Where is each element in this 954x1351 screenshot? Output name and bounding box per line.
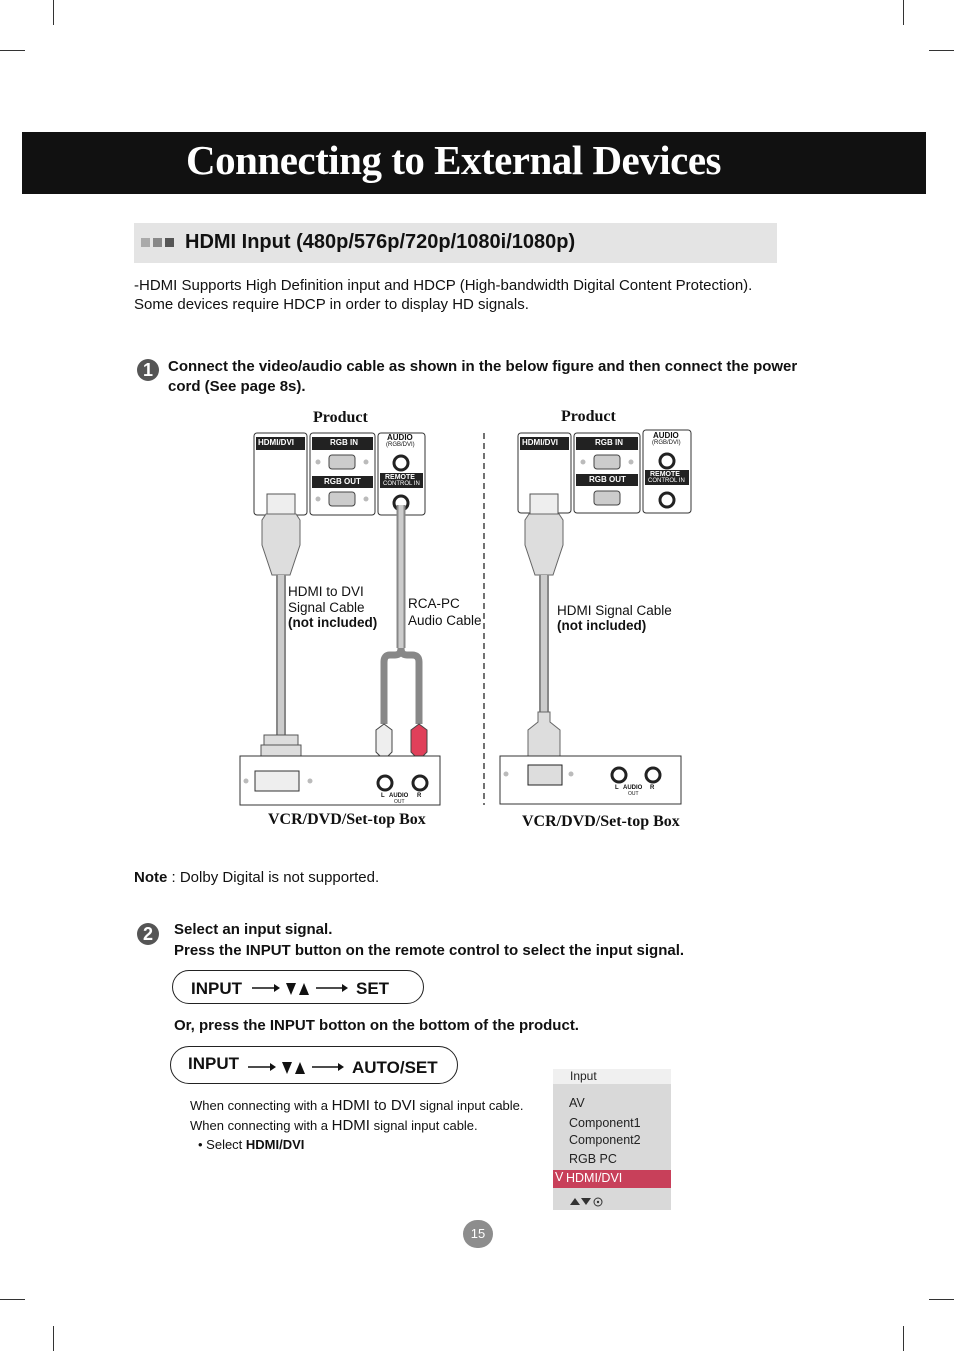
hdmi-port-label: HDMI/DVI [522,438,558,447]
rgb-in-label: RGB IN [330,438,358,447]
step1-text: Connect the video/audio cable as shown i… [168,358,798,395]
section-title: HDMI Input (480p/576p/720p/1080i/1080p) [185,231,576,253]
hint-hdmi: When connecting with a HDMI signal input… [190,1117,478,1134]
audio-sub-label: (RGB/DVI) [386,442,415,448]
device-audio-label: AUDIO [623,785,643,791]
crop-mark [53,0,54,25]
device-label-left: VCR/DVD/Set-top Box [268,811,426,828]
bullet-square-icon [141,238,150,247]
hdmi-port-label: HDMI/DVI [258,438,294,447]
hint-select: • Select HDMI/DVI [198,1137,305,1152]
rca-cable-label-2: Audio Cable [408,613,482,628]
step2-alt: Or, press the INPUT botton on the bottom… [174,1017,579,1034]
remote-label: REMOTE [650,471,680,478]
device-audio-out: OUT [394,799,405,805]
device-audio-out: OUT [628,791,639,797]
crop-mark [0,1299,25,1300]
product-label-left: Product [313,409,368,426]
osd-item-av[interactable]: AV [569,1096,585,1110]
device-label-right: VCR/DVD/Set-top Box [522,813,680,830]
osd-check-icon: V [555,1170,564,1184]
crop-mark [903,1326,904,1351]
device-audio-r: R [650,785,655,791]
osd-item-hdmi-dvi[interactable]: HDMI/DVI [566,1171,623,1185]
osd-nav-icons [570,1197,603,1207]
hdmi-dvi-cable-label-2: Signal Cable [288,600,365,615]
seq-set-label: SET [356,979,390,998]
hdmi-cable-label: HDMI Signal Cable [557,603,672,618]
rgb-out-label: RGB OUT [589,475,626,484]
section-header [134,223,777,263]
seq2-autoset-label: AUTO/SET [352,1058,438,1077]
product-button-sequence [170,1046,458,1084]
bullet-square-icon [153,238,162,247]
hdmi-not-included: (not included) [557,618,647,633]
hdmi-dvi-not-included: (not included) [288,615,378,630]
title-banner [22,132,926,194]
osd-item-selected[interactable] [553,1170,671,1188]
device-audio-r: R [417,793,422,799]
step-number-1: 1 [137,359,159,381]
page-title: Connecting to External Devices [186,137,722,183]
seq-input-label: INPUT [191,979,242,998]
remote-sub-label: CONTROL IN [648,478,685,484]
audio-sub-label: (RGB/DVI) [652,440,681,446]
rca-cable-label: RCA-PC [408,596,460,611]
crop-mark [53,1326,54,1351]
seq2-input-label: INPUT [188,1054,239,1073]
hint-hdmi-dvi: When connecting with a HDMI to DVI signa… [190,1097,524,1114]
page-number: 15 [463,1220,493,1248]
device-audio-l: L [381,793,385,799]
osd-item-component1[interactable]: Component1 [569,1116,641,1130]
osd-input-menu: Input AV Component1 Component2 RGB PC V … [553,1069,671,1210]
note-text: : Dolby Digital is not supported. [167,869,380,886]
crop-mark [929,1299,954,1300]
arrow-updown-icon [252,983,348,995]
audio-label: AUDIO [387,433,413,442]
device-audio-l: L [615,785,619,791]
product-label-right: Product [561,408,616,425]
crop-mark [0,50,25,51]
osd-item-component2[interactable]: Component2 [569,1133,641,1147]
product-panel-left [253,432,426,516]
product-panel-right [517,429,692,514]
rgb-in-label: RGB IN [595,438,623,447]
crop-mark [903,0,904,25]
osd-menu-header [553,1069,671,1084]
step2-line2: Press the INPUT button on the remote con… [174,942,685,959]
device-audio-label: AUDIO [389,793,409,799]
arrow-updown-icon [248,1062,344,1074]
audio-label: AUDIO [653,431,679,440]
rgb-out-label: RGB OUT [324,477,361,486]
remote-sequence [172,970,424,1004]
note-label: Note [134,869,168,886]
remote-label: REMOTE [385,474,415,481]
osd-item-rgb-pc[interactable]: RGB PC [569,1152,617,1166]
hdmi-dvi-cable-label: HDMI to DVI [288,584,364,599]
intro-text: -HDMI Supports High Definition input and… [134,277,753,313]
note: Note : Dolby Digital is not supported. [134,869,379,886]
crop-mark [929,50,954,51]
remote-sub-label: CONTROL IN [383,481,420,487]
osd-menu-title: Input [570,1069,597,1083]
bullet-square-icon [165,238,174,247]
step-number-2: 2 [137,923,159,945]
step2-line1: Select an input signal. [174,921,333,938]
